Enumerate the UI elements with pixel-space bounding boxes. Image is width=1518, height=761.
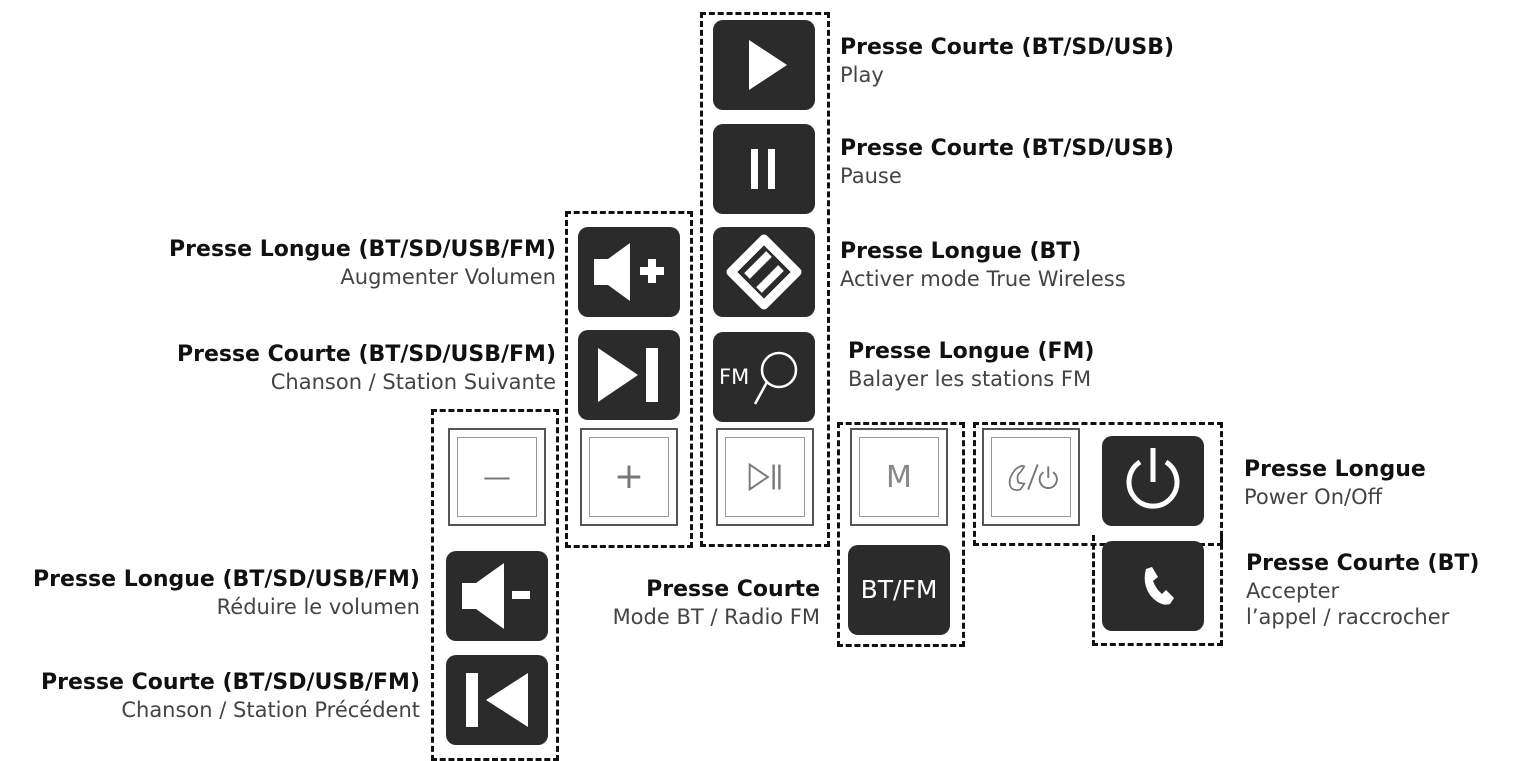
fm-scan-icon-tile: FM [713,332,815,422]
fm-scan-label: Presse Longue (FM) Balayer les stations … [848,338,1094,392]
volume-up-label: Presse Longue (BT/SD/USB/FM) Augmenter V… [169,236,556,290]
play-pause-icon [748,462,781,492]
group-mode-column [837,422,965,647]
play-pause-key[interactable] [716,428,814,526]
power-icon [1126,448,1180,509]
power-label: Presse Longue Power On/Off [1244,456,1426,510]
mode-text: BT/FM [860,575,938,604]
play-icon-tile [713,20,815,110]
next-label-title: Presse Courte (BT/SD/USB/FM) [176,342,556,367]
call-power-key[interactable] [982,428,1080,526]
previous-icon-tile [446,655,548,745]
group-power-upper [973,422,1223,546]
vol-up-label-desc: Augmenter Volumen [340,264,556,289]
prev-label-title: Presse Courte (BT/SD/USB/FM) [40,670,420,695]
play-icon [749,40,787,90]
mode-label-desc: Mode BT / Radio FM [612,604,820,629]
volume-down-icon [462,563,530,629]
power-icon-tile [1102,436,1204,526]
play-label: Presse Courte (BT/SD/USB) Play [840,34,1174,88]
group-power-lower [1092,535,1223,646]
phone-icon [1144,567,1174,605]
true-wireless-label: Presse Longue (BT) Activer mode True Wir… [840,238,1126,292]
volume-down-icon-tile [446,551,548,641]
true-wireless-icon-tile [713,227,815,317]
scan-label-title: Presse Longue (FM) [848,339,1095,364]
pause-icon-tile [713,124,815,214]
vol-down-label-title: Presse Longue (BT/SD/USB/FM) [33,567,420,592]
vol-up-label-title: Presse Longue (BT/SD/USB/FM) [169,237,556,262]
mode-label-title: Presse Courte [646,577,820,602]
tws-label-desc: Activer mode True Wireless [840,266,1126,291]
m-key-label: M [886,460,912,495]
vol-down-label-desc: Réduire le volumen [216,594,420,619]
fm-scan-text: FM [719,365,750,389]
plus-key-label: + [613,456,645,497]
previous-label: Presse Courte (BT/SD/USB/FM) Chanson / S… [41,669,420,723]
scan-label-desc: Balayer les stations FM [848,366,1092,391]
minus-key-label: — [483,460,511,493]
true-wireless-link-icon [726,234,802,310]
call-label: Presse Courte (BT) Accepter l’appel / ra… [1246,550,1479,630]
power-label-desc: Power On/Off [1244,484,1383,509]
call-power-icon [1008,464,1058,491]
mode-label: Presse Courte Mode BT / Radio FM [613,576,820,630]
call-icon-tile [1102,541,1204,631]
tws-label-title: Presse Longue (BT) [840,239,1082,264]
previous-track-icon [466,673,528,727]
m-key[interactable]: M [850,428,948,526]
minus-key[interactable]: — [448,428,546,526]
prev-label-desc: Chanson / Station Précédent [121,697,420,722]
group-play-column [700,12,830,547]
next-label-desc: Chanson / Station Suivante [270,369,556,394]
pause-label-title: Presse Courte (BT/SD/USB) [840,136,1175,161]
call-label-desc2: l’appel / raccrocher [1246,604,1450,629]
next-track-icon [598,348,658,402]
plus-key[interactable]: + [580,428,678,526]
pause-icon [751,149,775,189]
next-label: Presse Courte (BT/SD/USB/FM) Chanson / S… [177,341,556,395]
power-label-title: Presse Longue [1244,457,1426,482]
search-icon [753,351,798,405]
call-label-desc1: Accepter [1246,578,1340,603]
volume-up-icon [594,243,664,301]
volume-up-icon-tile [578,227,680,317]
next-icon-tile [578,330,680,420]
call-label-title: Presse Courte (BT) [1246,551,1480,576]
volume-down-label: Presse Longue (BT/SD/USB/FM) Réduire le … [33,566,420,620]
play-label-title: Presse Courte (BT/SD/USB) [840,35,1175,60]
play-label-desc: Play [840,62,884,87]
group-plus-column [565,211,693,548]
mode-icon-tile: BT/FM [848,545,950,635]
pause-label-desc: Pause [840,163,902,188]
pause-label: Presse Courte (BT/SD/USB) Pause [840,135,1174,189]
